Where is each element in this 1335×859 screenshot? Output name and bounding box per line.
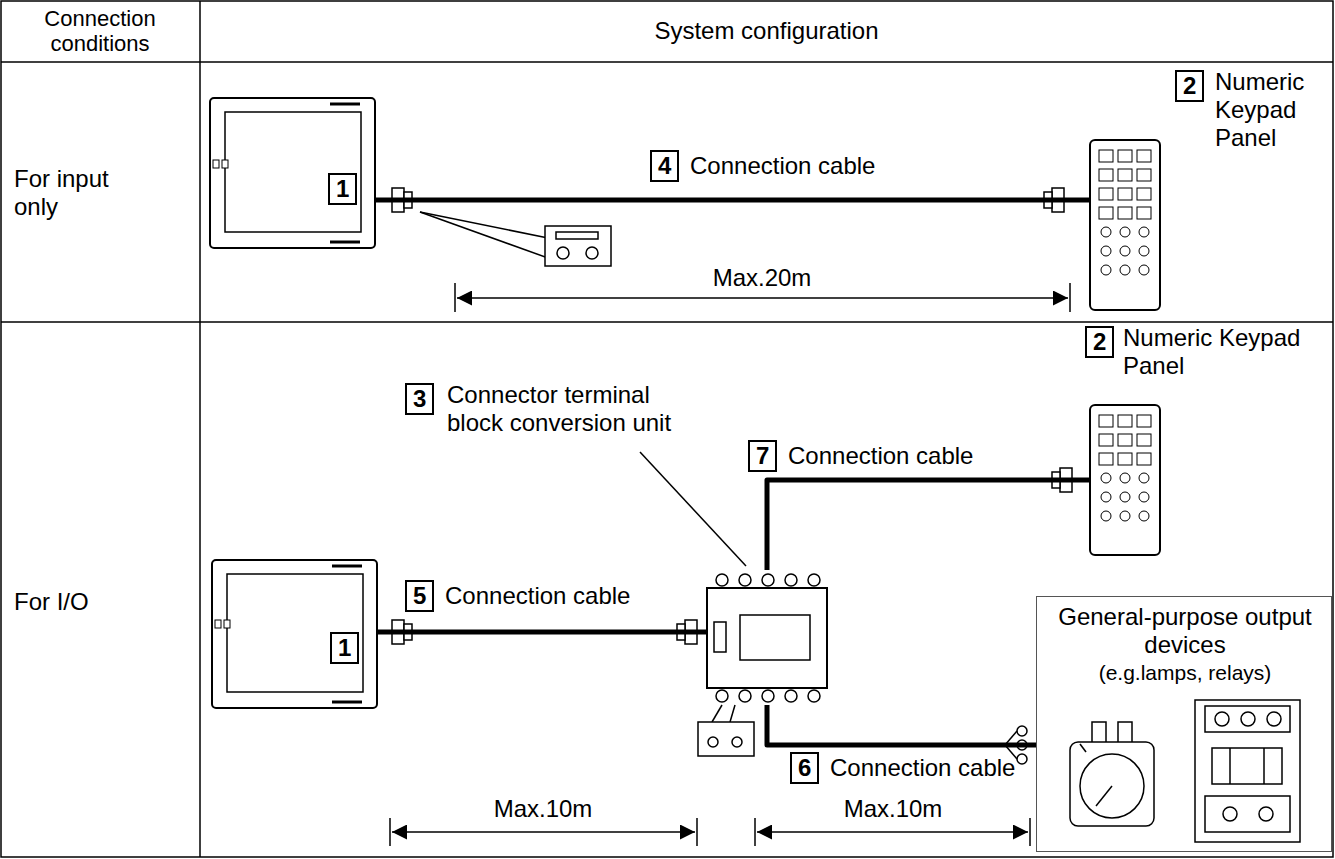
callout-number: 5 — [405, 580, 434, 612]
connection-cable — [377, 630, 707, 635]
keypad-panel: 2Numeric Keypad Panel — [1090, 405, 1160, 555]
callout-number: 1 — [330, 632, 359, 664]
got-panel — [210, 98, 375, 248]
callout-number: 2 — [1085, 326, 1114, 358]
got-panel: 1 — [212, 560, 377, 708]
callout-number: 1 — [328, 173, 357, 205]
callout-number: 2 — [1175, 70, 1204, 102]
dimension-label: Max.10m — [793, 795, 993, 823]
cable-plug — [392, 188, 1072, 644]
callout-number: 4 — [650, 150, 679, 182]
dimension-label: Max.10m — [443, 795, 643, 823]
connection-cable — [767, 705, 1036, 745]
got-panel: 1 — [210, 98, 375, 248]
keypad-panel: 2Numeric Keypad Panel — [1090, 140, 1160, 310]
cable-label: Connection cable — [690, 152, 875, 180]
terminal-block-unit — [707, 588, 827, 688]
row-header: For input only — [14, 165, 134, 221]
column-header: Connection conditions — [0, 6, 200, 56]
got-panel — [212, 560, 377, 708]
cable-label: Connection cable — [788, 442, 973, 470]
callout-number: 3 — [405, 383, 434, 415]
power-supply — [420, 212, 754, 756]
node-label: (e.g.lamps, relays) — [1037, 659, 1333, 687]
column-header: System configuration — [200, 17, 1333, 45]
dimension-line — [390, 283, 1070, 846]
node-label: Numeric Keypad Panel — [1123, 324, 1328, 380]
row-header: For I/O — [14, 588, 164, 616]
dimension-label: Max.20m — [662, 264, 862, 292]
connection-cable — [767, 480, 1090, 570]
node-label: General-purpose output devices — [1037, 603, 1333, 659]
callout-number: 6 — [790, 752, 819, 784]
connection-cable — [375, 198, 1090, 203]
cable-label: Connection cable — [830, 754, 1015, 782]
node-label: Numeric Keypad Panel — [1215, 68, 1330, 152]
output-devices-box: General-purpose output devices(e.g.lamps… — [1036, 596, 1332, 852]
terminal-block-unit: 3Connector terminal block conversion uni… — [707, 570, 827, 705]
leader-line — [640, 452, 746, 566]
lamp-symbol — [1070, 722, 1154, 826]
relay-symbol — [1195, 700, 1300, 842]
node-label: Connector terminal block conversion unit — [447, 381, 702, 437]
cable-label: Connection cable — [445, 582, 630, 610]
callout-number: 7 — [748, 440, 777, 472]
